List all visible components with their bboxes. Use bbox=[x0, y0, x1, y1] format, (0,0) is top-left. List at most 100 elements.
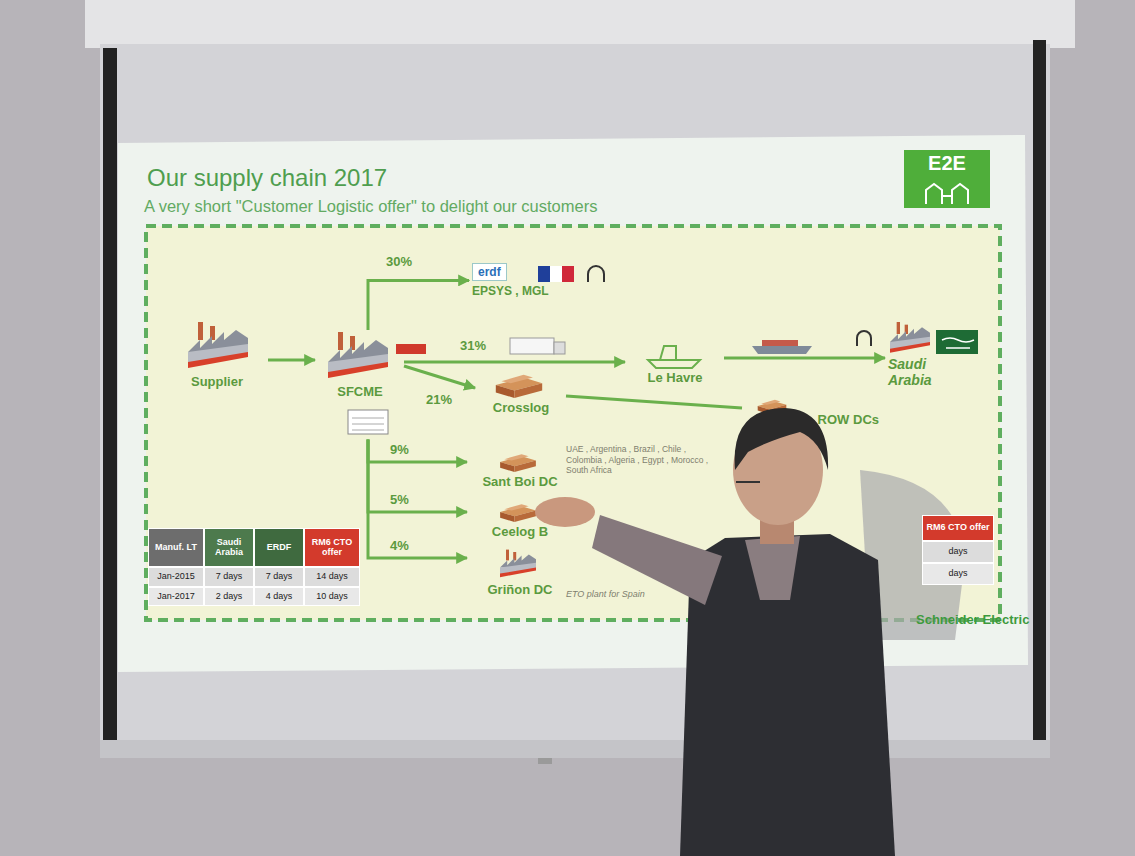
table-header: Manuf. LT bbox=[155, 543, 197, 553]
table-cell: days bbox=[948, 547, 967, 557]
site-name: Le Havre bbox=[628, 370, 722, 386]
site-node: ROW DCs bbox=[745, 398, 879, 428]
flow-arrow bbox=[368, 440, 467, 558]
flow-arrow bbox=[724, 357, 885, 360]
note: ETO plant for Spain bbox=[566, 589, 706, 599]
flow-arrow bbox=[404, 361, 625, 364]
brand-logo: Schneider Electric bbox=[916, 612, 1024, 627]
flag-emblem bbox=[942, 338, 974, 348]
person-shirt bbox=[745, 536, 800, 600]
ship-icon bbox=[752, 346, 812, 354]
table-header: RM6 CTO offer bbox=[927, 523, 990, 533]
table-cell-frame: 7 days bbox=[254, 567, 304, 587]
table-icon bbox=[348, 410, 388, 434]
truck-cab bbox=[554, 342, 565, 354]
label-holder: UAE , Argentina , Brazil , Chile , Colom… bbox=[566, 444, 716, 476]
flow-arrow bbox=[404, 366, 475, 388]
label-holder: ETO plant for Spain bbox=[566, 589, 706, 599]
ship-containers bbox=[762, 340, 798, 346]
factory-icon bbox=[890, 322, 930, 353]
person-glasses bbox=[736, 481, 760, 483]
table-cell-frame: days bbox=[922, 541, 994, 563]
table-cell: Jan-2015 bbox=[157, 572, 195, 582]
projection-screen bbox=[100, 44, 1050, 750]
screen-housing bbox=[85, 0, 1075, 48]
e2e-people-icon bbox=[926, 184, 968, 204]
edge-label-holder: 9% bbox=[388, 442, 411, 458]
table-cell-frame: Jan-2017 bbox=[148, 587, 204, 606]
logo-text: E2E bbox=[904, 152, 990, 175]
site-node: Crosslog bbox=[478, 372, 564, 416]
flow-arrow bbox=[368, 440, 467, 462]
screen-bottom-bar bbox=[100, 740, 1050, 758]
edge-label-holder: 21% bbox=[424, 392, 454, 408]
site-node: Saudi Arabia bbox=[888, 324, 966, 388]
red-marker bbox=[396, 344, 426, 354]
people-icon-part bbox=[942, 195, 952, 197]
site-node: Le Havre bbox=[628, 340, 722, 386]
table-cell-frame: 4 days bbox=[254, 587, 304, 606]
site-node: erdfEPSYS , MGL bbox=[472, 262, 576, 299]
table-header: RM6 CTO offer bbox=[305, 538, 359, 558]
e2e-logo-box bbox=[904, 150, 990, 208]
edge-label-holder: 31% bbox=[458, 338, 488, 354]
flow-percentage: 31% bbox=[458, 338, 488, 354]
site-node: Ceelog B bbox=[470, 500, 570, 540]
label-holder: Schneider Electric bbox=[916, 612, 1024, 627]
flow-arrow bbox=[268, 359, 315, 362]
site-name: EPSYS , MGL bbox=[472, 284, 576, 298]
table-cell-frame: Manuf. LT bbox=[148, 528, 204, 567]
flow-percentage: 5% bbox=[388, 492, 411, 508]
flow-percentage: 30% bbox=[384, 254, 414, 270]
flow-arrow bbox=[368, 440, 467, 512]
person-hand bbox=[535, 497, 595, 527]
table-cell: 10 days bbox=[316, 592, 348, 602]
table-cell-frame: 14 days bbox=[304, 567, 360, 587]
warehouse-icon bbox=[500, 504, 536, 522]
saudi-flag bbox=[936, 330, 978, 354]
table-cell-frame: RM6 CTO offer bbox=[922, 515, 994, 541]
table-cell-frame: Jan-2015 bbox=[148, 567, 204, 587]
country-list: UAE , Argentina , Brazil , Chile , Colom… bbox=[566, 444, 716, 476]
table-cell-frame: 2 days bbox=[204, 587, 254, 606]
headset-icon bbox=[857, 331, 871, 346]
table-cell-frame: Saudi Arabia bbox=[204, 528, 254, 567]
person-hair bbox=[735, 408, 829, 470]
title-holder: Our supply chain 2017 bbox=[147, 164, 387, 192]
table-header: ERDF bbox=[267, 543, 292, 553]
table-cell: Jan-2017 bbox=[157, 592, 195, 602]
site-name: Sant Boi DC bbox=[470, 474, 570, 490]
site-name: Saudi Arabia bbox=[888, 356, 966, 388]
site-name: Supplier bbox=[168, 374, 266, 390]
flow-arrow bbox=[368, 280, 469, 330]
site-name: SFCME bbox=[318, 384, 402, 400]
label-holder: A very short "Customer Logistic offer" t… bbox=[144, 197, 924, 216]
flow-percentage: 9% bbox=[388, 442, 411, 458]
table-cell: 4 days bbox=[266, 592, 293, 602]
factory-icon bbox=[328, 332, 388, 378]
warehouse-icon bbox=[496, 375, 542, 398]
table-header: Saudi Arabia bbox=[205, 538, 253, 558]
headset-icon bbox=[588, 266, 604, 282]
table-cell-frame: 7 days bbox=[204, 567, 254, 587]
site-node: Supplier bbox=[168, 322, 266, 390]
warehouse-icon bbox=[500, 454, 536, 472]
slide-subtitle: A very short "Customer Logistic offer" t… bbox=[144, 197, 924, 216]
factory-icon bbox=[188, 322, 248, 368]
table-cell-frame: ERDF bbox=[254, 528, 304, 567]
screen-border bbox=[103, 48, 117, 748]
label-holder: E2E bbox=[904, 152, 990, 175]
slide-title: Our supply chain 2017 bbox=[147, 164, 387, 192]
table-cell-frame: days bbox=[922, 563, 994, 585]
table-cell: 14 days bbox=[316, 572, 348, 582]
table-cell-frame: RM6 CTO offer bbox=[304, 528, 360, 567]
site-name: Ceelog B bbox=[470, 524, 570, 540]
people-icon-part bbox=[952, 184, 968, 204]
truck-icon bbox=[510, 338, 554, 354]
edge-label-holder: 30% bbox=[384, 254, 414, 270]
table-icon-lines bbox=[352, 418, 384, 430]
